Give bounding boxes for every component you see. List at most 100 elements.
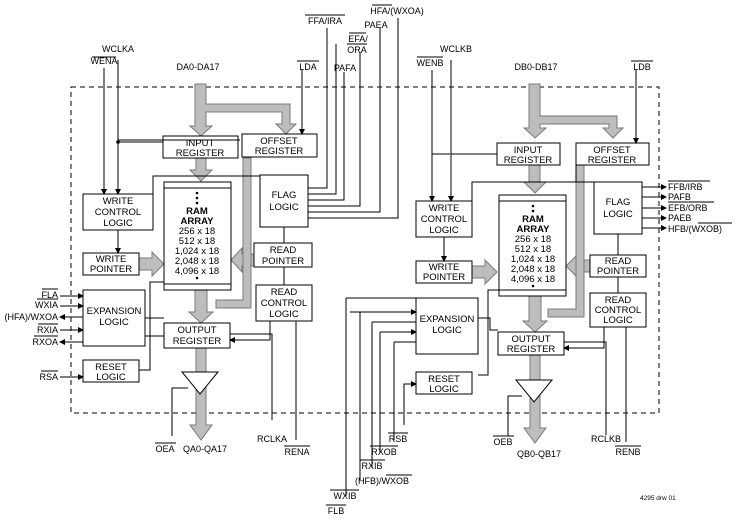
signal-label: READ bbox=[271, 287, 298, 298]
signal-label: LDB bbox=[633, 62, 651, 72]
signal-label: EXPANSION bbox=[87, 306, 142, 317]
signal-label: INPUT bbox=[514, 145, 543, 156]
signal-label: LOGIC bbox=[99, 317, 129, 328]
output-driver-b bbox=[514, 379, 554, 403]
signal-label: LOGIC bbox=[103, 218, 133, 229]
signal-label: WCLKB bbox=[440, 44, 472, 54]
signal-label: 4,096 x 18 bbox=[175, 266, 219, 277]
read-control-logic-b bbox=[589, 292, 647, 328]
signal-label: OUTPUT bbox=[177, 325, 216, 336]
write-pointer-bus-a bbox=[138, 250, 165, 278]
signal-label: POINTER bbox=[597, 266, 639, 277]
signal-label: RXIB bbox=[361, 461, 382, 471]
signal-label: ARRAY bbox=[181, 216, 215, 227]
signal-label: FLA bbox=[41, 290, 58, 300]
signal-label: PAFB bbox=[668, 192, 691, 202]
signal-label: RESET bbox=[428, 374, 460, 385]
signal-label: ORA bbox=[347, 45, 367, 55]
signal-label: CONTROL bbox=[95, 207, 141, 218]
signal-label: 256 x 18 bbox=[179, 226, 215, 237]
signal-label: FLAG bbox=[272, 190, 297, 201]
signal-label: RSA bbox=[39, 372, 58, 382]
input-to-ram-bus-a bbox=[188, 157, 214, 182]
signal-label: WRITE bbox=[429, 262, 460, 273]
reset-logic-a bbox=[82, 359, 140, 383]
signal-label: LOGIC bbox=[429, 384, 459, 395]
write-control-logic-a bbox=[82, 193, 154, 231]
signal-label: RENB bbox=[615, 447, 640, 457]
signal-label: 1,024 x 18 bbox=[511, 254, 555, 265]
signal-label: READ bbox=[605, 256, 632, 267]
signal-label: OUTPUT bbox=[511, 334, 550, 345]
signal-label: 4,096 x 18 bbox=[511, 274, 555, 285]
signal-label: RCLKB bbox=[591, 434, 621, 444]
write-pointer-bus-b bbox=[471, 258, 498, 286]
data-out-bus-a bbox=[189, 347, 213, 441]
signal-label: REGISTER bbox=[507, 344, 556, 355]
offset-to-output-bus-a bbox=[215, 157, 252, 309]
signal-label: 1,024 x 18 bbox=[175, 246, 219, 257]
signal-label: WENB bbox=[417, 58, 444, 68]
input-to-ram-bus-b bbox=[522, 164, 548, 194]
signal-label: RAM bbox=[522, 214, 544, 225]
signal-label: RENA bbox=[284, 447, 309, 457]
signal-label: LDA bbox=[299, 62, 317, 72]
read-control-logic-a bbox=[255, 284, 313, 322]
signal-label: INPUT bbox=[186, 138, 215, 149]
signal-label: POINTER bbox=[262, 256, 304, 267]
read-pointer-a bbox=[253, 242, 313, 268]
expansion-logic-a bbox=[82, 289, 146, 347]
signal-label: LOGIC bbox=[603, 315, 633, 326]
signal-label: RSB bbox=[389, 434, 408, 444]
chip-boundary bbox=[70, 86, 660, 414]
signal-label: HFA/(WXOA) bbox=[370, 6, 424, 16]
write-control-logic-b bbox=[415, 200, 473, 238]
signal-label: 512 x 18 bbox=[515, 244, 551, 255]
signal-label: ARRAY bbox=[517, 224, 551, 235]
signal-label: CONTROL bbox=[261, 298, 307, 309]
signal-label: LOGIC bbox=[432, 325, 462, 336]
signal-label: OEA bbox=[155, 444, 174, 454]
signal-label: RXOA bbox=[32, 337, 58, 347]
expansion-logic-b bbox=[415, 297, 479, 355]
signal-label: QB0-QB17 bbox=[517, 449, 561, 459]
signal-label: FLAG bbox=[606, 197, 631, 208]
signal-label: REGISTER bbox=[504, 155, 553, 166]
signal-label: 2,048 x 18 bbox=[175, 256, 219, 267]
ram-to-output-bus-a bbox=[187, 289, 215, 324]
signal-label: PAFA bbox=[334, 63, 356, 73]
ram-to-output-bus-b bbox=[521, 295, 549, 333]
signal-label: EXPANSION bbox=[420, 314, 475, 325]
signal-label: REGISTER bbox=[176, 148, 225, 159]
signal-label: PAEA bbox=[364, 20, 387, 30]
signal-label: OEB bbox=[493, 437, 512, 447]
offset-register-b bbox=[575, 142, 650, 166]
signal-label: WXIA bbox=[35, 300, 58, 310]
signal-label: REGISTER bbox=[588, 155, 637, 166]
signal-label: WXIB bbox=[333, 491, 356, 501]
input-register-a bbox=[162, 135, 239, 159]
signal-label: WCLKA bbox=[102, 44, 134, 54]
drawing-reference: 4295 drw 01 bbox=[640, 495, 676, 502]
data-in-bus-a bbox=[188, 83, 298, 137]
output-register-b bbox=[497, 331, 565, 356]
signal-label: RESET bbox=[95, 362, 127, 373]
signal-label: HFB/(WXOB) bbox=[668, 224, 722, 234]
signal-label: WRITE bbox=[103, 196, 134, 207]
signal-label: REGISTER bbox=[255, 146, 304, 157]
signal-label: (HFA)/WXOA bbox=[5, 312, 59, 322]
signal-label: POINTER bbox=[90, 264, 132, 275]
signal-label: LOGIC bbox=[603, 209, 633, 220]
output-register-a bbox=[163, 322, 231, 349]
signal-label: (HFB)/WXOB bbox=[355, 476, 409, 486]
signal-label: QA0-QA17 bbox=[183, 444, 227, 454]
signal-label: LOGIC bbox=[269, 309, 299, 320]
signal-label: OFFSET bbox=[260, 136, 298, 147]
offset-register-a bbox=[241, 133, 318, 158]
flag-logic-a bbox=[259, 174, 309, 228]
signal-label: 2,048 x 18 bbox=[511, 264, 555, 275]
signal-label: WRITE bbox=[429, 203, 460, 214]
signal-label: FFA/IRA bbox=[308, 16, 342, 26]
signal-label: READ bbox=[270, 245, 297, 256]
